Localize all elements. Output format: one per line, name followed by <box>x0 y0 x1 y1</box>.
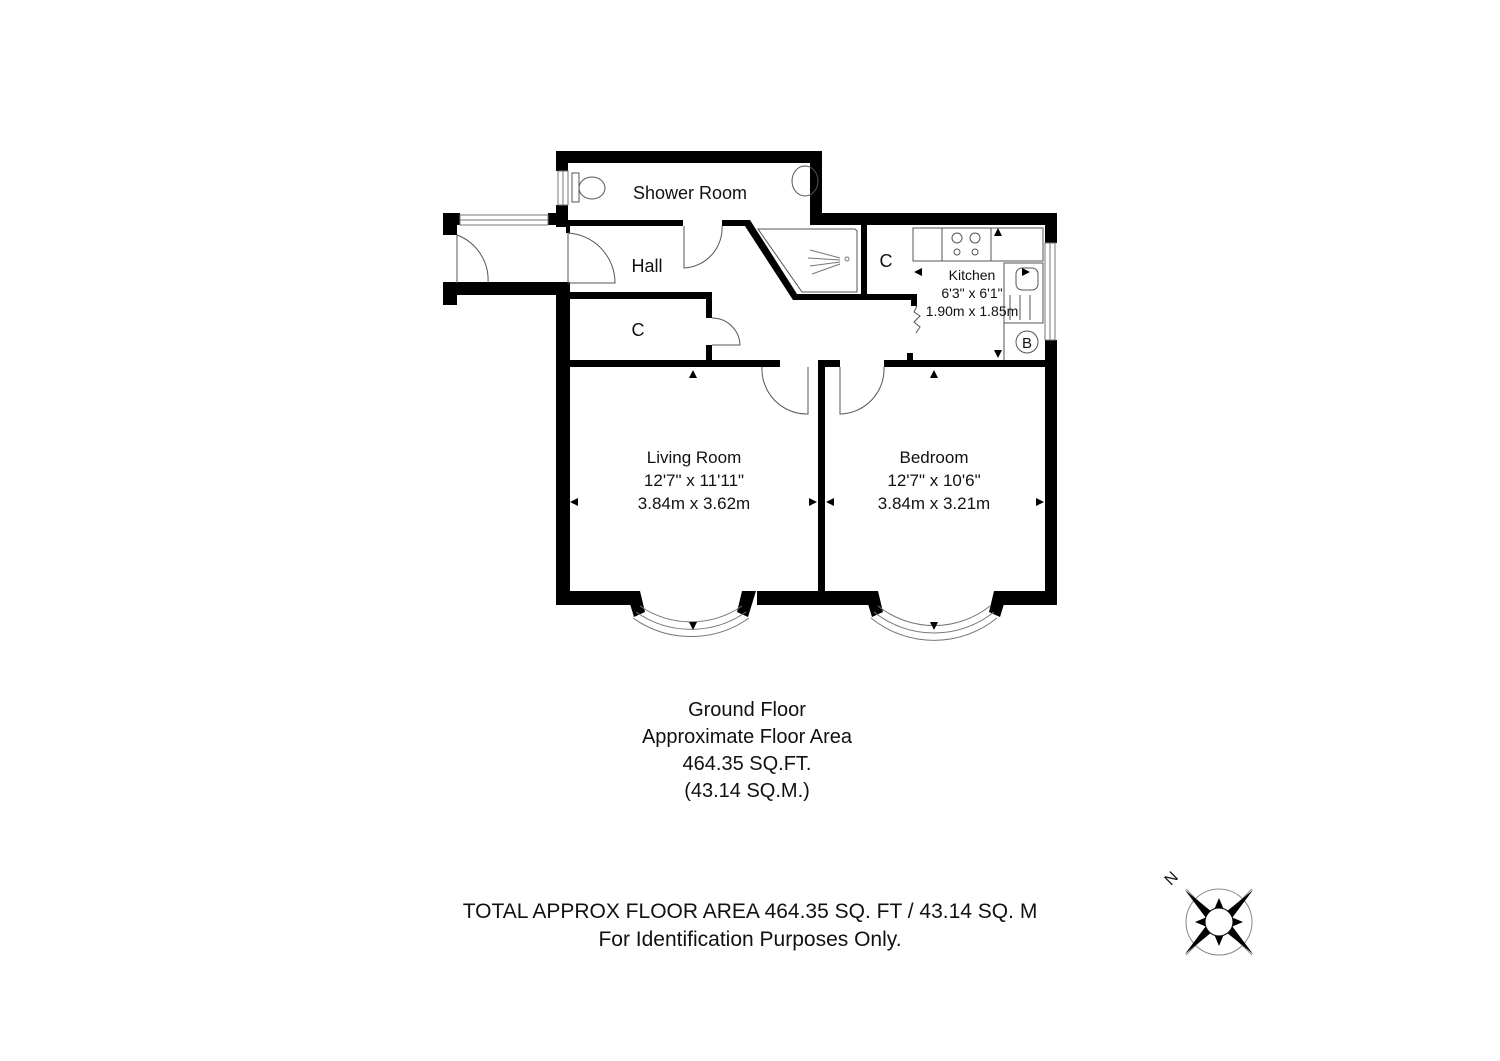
windows <box>459 170 1056 641</box>
hob-icon <box>951 232 981 256</box>
bedroom-imperial: 12'7" x 10'6" <box>887 471 980 490</box>
shower-icon <box>807 249 850 275</box>
hall-label: Hall <box>631 256 662 276</box>
kitchen-counter-top <box>912 227 1044 262</box>
compass-icon: N <box>1162 869 1253 956</box>
living-room-imperial: 12'7" x 11'11" <box>644 471 744 490</box>
kitchen-label: Kitchen <box>949 267 996 283</box>
floor-area-label: Approximate Floor Area <box>641 726 853 748</box>
identification-note: For Identification Purposes Only. <box>598 928 902 951</box>
living-room-metric: 3.84m x 3.62m <box>638 494 750 513</box>
shower-tray <box>757 228 858 293</box>
walls <box>443 151 1057 617</box>
floor-area-sqm: (43.14 SQ.M.) <box>684 780 810 802</box>
living-room-label: Living Room <box>647 448 742 467</box>
kitchen-counter-side <box>1003 262 1044 324</box>
cupboard-upper-label: C <box>880 251 893 271</box>
toilet-icon <box>578 176 606 200</box>
boiler-icon <box>1015 330 1039 354</box>
kitchen-sink-icon <box>1015 267 1039 291</box>
kitchen-metric: 1.90m x 1.85m <box>926 303 1019 319</box>
kitchen-imperial: 6'3" x 6'1" <box>941 285 1002 301</box>
bedroom-metric: 3.84m x 3.21m <box>878 494 990 513</box>
footer: TOTAL APPROX FLOOR AREA 464.35 SQ. FT / … <box>350 898 1150 954</box>
floor-name: Ground Floor <box>688 699 806 721</box>
doors <box>456 225 921 415</box>
dimension-arrows <box>570 228 1044 630</box>
shower-room-label: Shower Room <box>633 183 747 203</box>
sink-icon <box>791 165 819 197</box>
fixtures <box>571 165 1044 360</box>
floor-area-sqft: 464.35 SQ.FT. <box>682 753 812 775</box>
floor-summary: Ground Floor Approximate Floor Area 464.… <box>547 697 947 805</box>
bedroom-label: Bedroom <box>900 448 969 467</box>
cupboard-lower-label: C <box>632 320 645 340</box>
toilet-cistern <box>571 172 580 203</box>
boiler-label: B <box>1022 335 1032 352</box>
total-floor-area: TOTAL APPROX FLOOR AREA 464.35 SQ. FT / … <box>462 900 1038 923</box>
compass-north-label: N <box>1162 869 1182 889</box>
